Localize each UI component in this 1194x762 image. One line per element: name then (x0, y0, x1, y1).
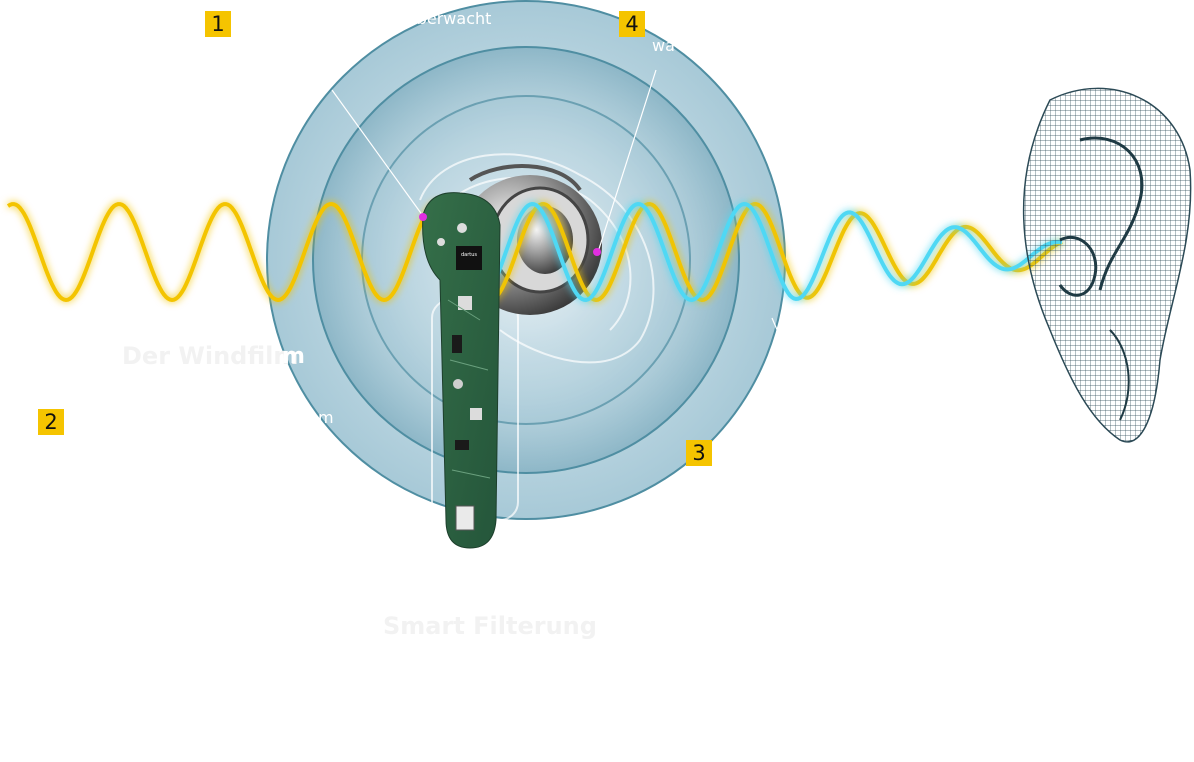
marker-1: 1 (205, 11, 231, 37)
mic-probe-1 (419, 213, 427, 221)
callout-lines (331, 69, 779, 333)
marker-2: 2 (38, 409, 64, 435)
ear-wireframe (1022, 87, 1192, 443)
filtered-sound-wave (475, 201, 1063, 303)
marker-3: 3 (686, 440, 712, 466)
callout-1-text: rüberwacht (400, 9, 492, 28)
smart-title-ghost: Smart Filterung (383, 612, 597, 640)
ambient-sound-wave (6, 202, 1063, 303)
callout-4-text: wa (652, 36, 675, 55)
chip-brand: dartus (461, 252, 477, 258)
marker-4: 4 (619, 11, 645, 37)
mic-probe-4 (593, 248, 601, 256)
wind-title-visible: m (282, 344, 305, 369)
wind-title-ghost: Der Windfilm (122, 342, 299, 370)
circuit-board: dartus (422, 192, 501, 549)
callout-2-text: m (318, 408, 334, 427)
